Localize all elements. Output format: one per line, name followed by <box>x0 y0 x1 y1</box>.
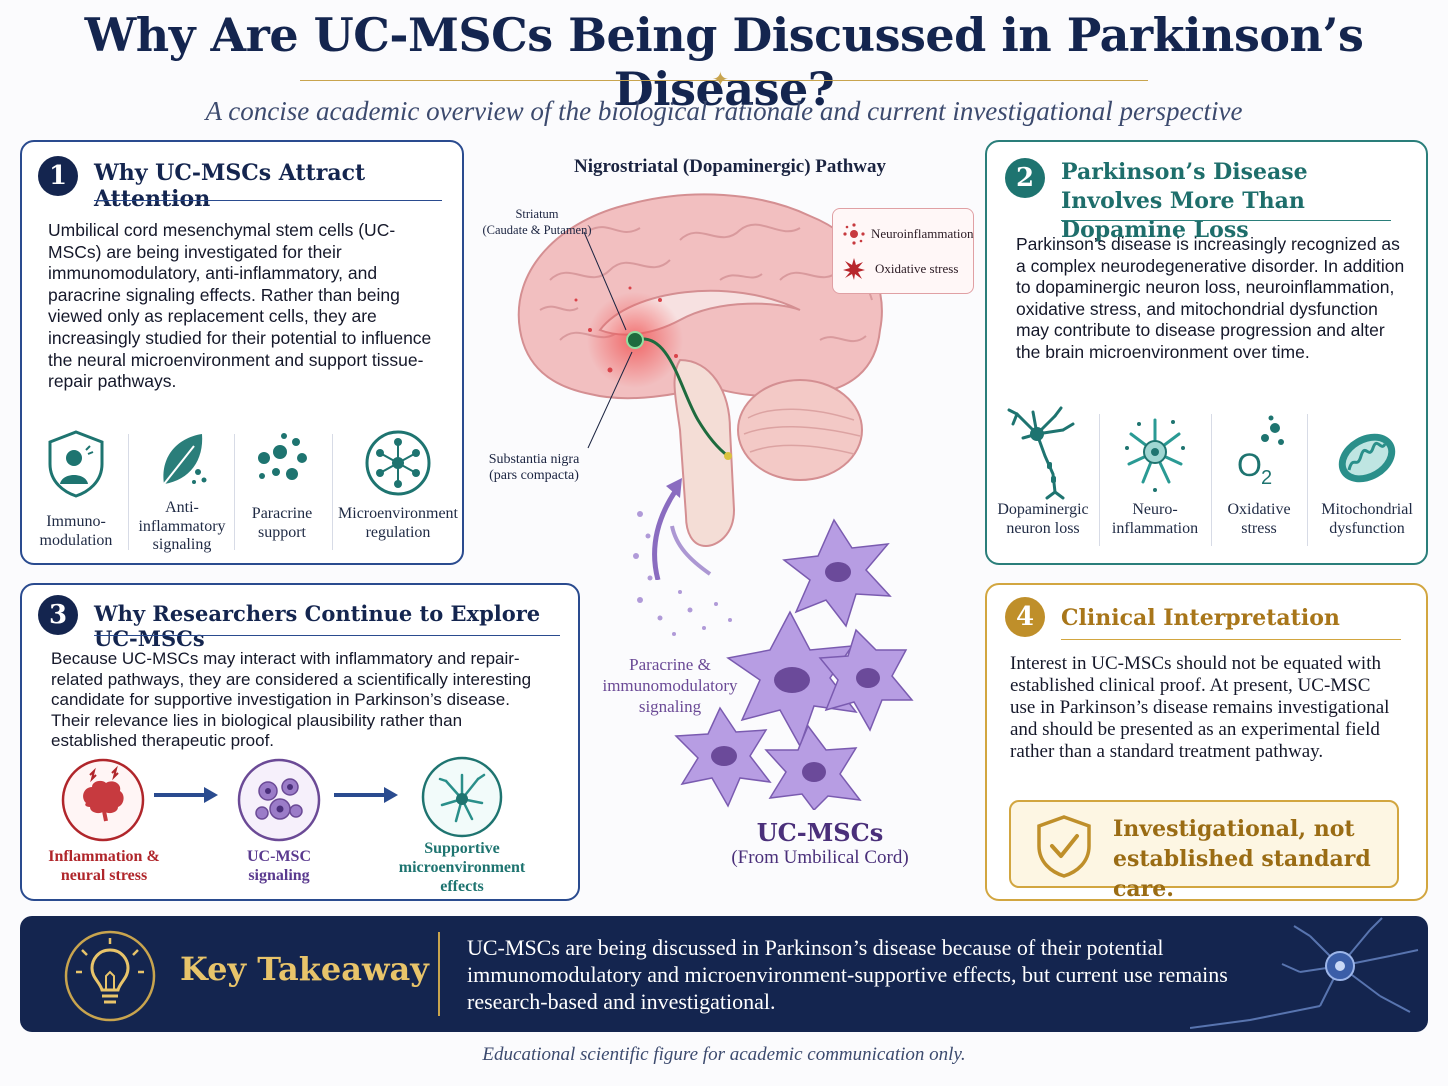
divider <box>1211 414 1212 546</box>
icon-label: Neuro- inflammation <box>1111 501 1199 537</box>
network-icon <box>365 430 431 496</box>
investigational-callout: Investigational, not established standar… <box>1009 800 1399 902</box>
ucmsc-title: UC-MSCs <box>756 818 884 847</box>
panel-title: Why UC-MSCs Attract Attention <box>94 160 366 212</box>
page-subtitle: A concise academic overview of the biolo… <box>205 96 1243 126</box>
neuron-decoration-icon <box>1190 917 1419 1029</box>
shield-check-icon <box>1037 815 1091 878</box>
dots-icon <box>258 433 307 480</box>
panel-title-rule <box>94 200 442 201</box>
panel-number: 3 <box>38 595 78 635</box>
leaf-icon <box>163 434 207 485</box>
brain-illustration <box>517 193 883 580</box>
flow-label-ucmsc: UC-MSC signaling <box>216 847 342 885</box>
inflamed-neuron-icon <box>1125 418 1185 492</box>
panel-title-rule <box>1061 639 1401 640</box>
flow-label-text: Inflammation & neural stress <box>48 848 160 884</box>
mitochondria-icon <box>1338 433 1396 483</box>
panel-body: Parkinson’s disease is increasingly reco… <box>1016 234 1405 362</box>
substantia-nigra-label: Substantia nigra (pars compacta) <box>488 452 580 483</box>
icon-label: Dopaminergic neuron loss <box>997 501 1089 537</box>
oxidative-stress-icon <box>843 258 865 280</box>
icon-label: Mitochondrial dysfunction <box>1321 501 1413 537</box>
shield-person-icon <box>48 430 104 498</box>
callout-text: Investigational, not established standar… <box>1113 816 1371 902</box>
icon-cell-immunomodulation: Immuno- modulation <box>24 428 128 550</box>
icon-label: Oxidative stress <box>1227 501 1291 537</box>
flow-label-text: Supportive microenvironment effects <box>398 840 526 895</box>
panel-body: Because UC-MSCs may interact with inflam… <box>51 649 532 750</box>
neuroinflammation-icon <box>843 223 865 245</box>
icon-label: Microenvironment regulation <box>338 505 458 541</box>
ucmsc-label: UC-MSCs (From Umbilical Cord) <box>690 818 950 869</box>
panel-body: Umbilical cord mesenchymal stem cells (U… <box>48 220 432 392</box>
ornament-icon: ✦ <box>712 69 729 91</box>
icon-cell-microenvironment: Microenvironment regulation <box>332 428 464 542</box>
footer-note: Educational scientific figure for academ… <box>482 1044 966 1065</box>
arrow-right-icon <box>154 787 218 803</box>
page-title: Why Are UC-MSCs Being Discussed in Parki… <box>84 8 1364 116</box>
icon-cell-oxidative-stress: O 2 Oxidative stress <box>1211 404 1307 538</box>
flow-label-inflammation: Inflammation & neural stress <box>36 847 172 885</box>
legend-label: Neuroinflammation <box>871 226 974 241</box>
panel-pd-involves: 2 Parkinson’s Disease Involves More Than… <box>985 140 1428 565</box>
icon-cell-neuroinflammation: Neuro- inflammation <box>1099 404 1211 538</box>
icon-cell-neuron-loss: Dopaminergic neuron loss <box>987 404 1099 538</box>
panel-why-explore: 3 Why Researchers Continue to Explore UC… <box>20 583 580 901</box>
ucmsc-cluster-illustration <box>633 511 914 810</box>
key-takeaway-text: UC-MSCs are being discussed in Parkinson… <box>467 935 1228 1014</box>
divider <box>1099 414 1100 546</box>
panel-title-rule <box>94 635 560 636</box>
icon-label: Immuno- modulation <box>39 513 113 549</box>
key-takeaway-banner: Key Takeaway UC-MSCs are being discussed… <box>20 916 1428 1032</box>
flow-label-text: UC-MSC signaling <box>247 848 311 884</box>
panel-why-attention: 1 Why UC-MSCs Attract Attention Umbilica… <box>20 140 464 565</box>
neuron-icon <box>1007 406 1075 500</box>
divider <box>332 434 333 550</box>
svg-text:O: O <box>1237 447 1262 483</box>
panel-title: Clinical Interpretation <box>1061 605 1340 631</box>
lightbulb-icon <box>64 930 156 1022</box>
pathway-title: Nigrostriatal (Dopaminergic) Pathway <box>573 156 887 177</box>
svg-text:2: 2 <box>1261 467 1272 489</box>
banner-divider <box>438 932 440 1016</box>
striatum-label: Striatum (Caudate & Putamen) <box>482 207 592 237</box>
panel-number: 1 <box>38 156 78 196</box>
panel-number: 4 <box>1005 597 1045 637</box>
paracrine-signaling-label: Paracrine & immunomodulatory signaling <box>602 655 738 716</box>
divider <box>1307 414 1308 546</box>
legend: Neuroinflammation Oxidative stress <box>832 208 974 294</box>
arrow-right-icon <box>334 787 398 803</box>
brain-stress-icon <box>61 758 145 842</box>
title-divider <box>300 80 1148 81</box>
panel-title: Parkinson’s Disease Involves More Than D… <box>1061 159 1308 243</box>
icon-cell-anti-inflammatory: Anti- inflammatory signaling <box>130 428 234 555</box>
panel-body: Interest in UC-MSCs should not be equate… <box>1010 653 1390 762</box>
icon-cell-paracrine: Paracrine support <box>234 428 330 542</box>
o2-icon: O 2 <box>1237 415 1284 489</box>
microenvironment-neuron-icon <box>421 756 503 838</box>
legend-label: Oxidative stress <box>875 261 959 276</box>
ucmsc-cells-icon <box>237 758 321 842</box>
icon-cell-mitochondria: Mitochondrial dysfunction <box>1307 404 1427 538</box>
panel-title-rule <box>1061 220 1391 221</box>
flow-label-supportive: Supportive microenvironment effects <box>378 839 546 896</box>
icon-label: Paracrine support <box>251 505 313 541</box>
divider <box>234 434 235 550</box>
ucmsc-subtitle: (From Umbilical Cord) <box>731 847 909 868</box>
key-takeaway-label: Key Takeaway <box>180 950 429 988</box>
panel-number: 2 <box>1005 158 1045 198</box>
panel-title: Why Researchers Continue to Explore UC-M… <box>94 601 541 651</box>
divider <box>128 434 129 550</box>
icon-label: Anti- inflammatory signaling <box>138 499 226 553</box>
